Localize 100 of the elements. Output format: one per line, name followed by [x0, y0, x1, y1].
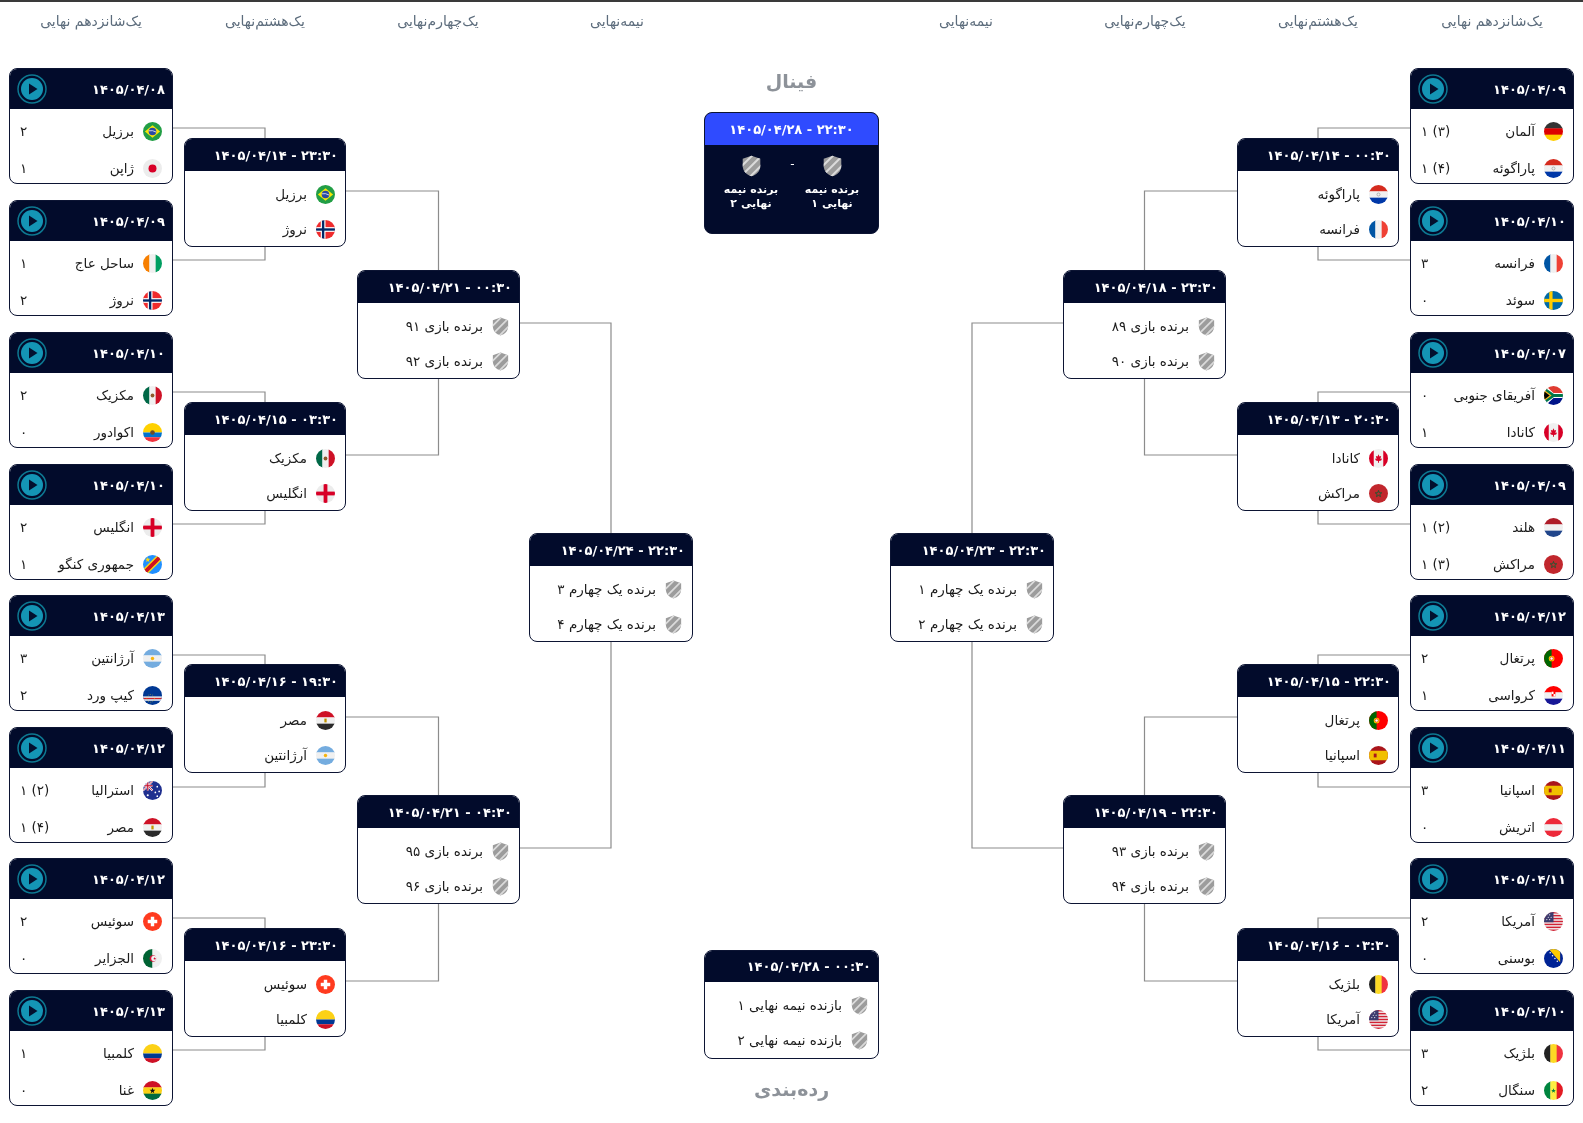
match-date: ۱۴۰۵/۰۴/۰۹ [1493, 81, 1566, 97]
score: ۰ [1421, 950, 1429, 966]
score: ۲ [1421, 913, 1429, 929]
team-name: اسپانیا [1324, 747, 1360, 763]
score: ۲ [20, 687, 28, 703]
team-name: کلمبیا [276, 1011, 307, 1027]
match-date: ۱۴۰۵/۰۴/۱۰ [92, 477, 165, 493]
match-date: ۱۴۰۵/۰۴/۱۱ [1493, 740, 1566, 756]
team-name: هلند [1512, 519, 1535, 535]
team-name: برنده بازی ۹۰ [1111, 353, 1189, 369]
column-heading: نیمه‌نهایی [939, 13, 993, 29]
column-heading: نیمه‌نهایی [590, 13, 644, 29]
match-date: ۱۴۰۵/۰۴/۱۴ - ۲۳:۳۰ [213, 147, 338, 163]
team-name: برنده نیمه نهایی ۲ [722, 183, 780, 211]
bracket-line [172, 391, 266, 403]
team-name: الجزایر [95, 950, 134, 966]
team-name: برنده بازی ۸۹ [1111, 318, 1189, 334]
match-card [1410, 332, 1574, 448]
bracket-line [172, 510, 266, 525]
team-name: آلمان [1505, 123, 1535, 139]
bracket-line [172, 127, 266, 139]
match-card [9, 200, 173, 316]
team-name: آرژانتین [264, 747, 307, 763]
stage-title: رده‌بندی [753, 1078, 830, 1100]
bracket-line [1317, 917, 1411, 929]
match-card [1410, 727, 1574, 843]
score: ۲ [20, 387, 28, 403]
match-date: ۱۴۰۵/۰۴/۱۲ [92, 740, 165, 756]
team-name: برنده یک چهارم ۱ [918, 581, 1017, 597]
team-name: برنده بازی ۹۴ [1111, 878, 1189, 894]
team-name: جمهوری کنگو [58, 556, 134, 572]
match-date: ۱۴۰۵/۰۴/۱۳ - ۲۰:۳۰ [1266, 411, 1391, 427]
team-name: ژاپن [109, 160, 134, 176]
match-card [184, 664, 346, 773]
bracket-line [1317, 510, 1411, 525]
match-date: ۱۴۰۵/۰۴/۲۱ - ۰۰:۳۰ [387, 279, 512, 295]
bracket-line [519, 322, 612, 534]
match-date: ۱۴۰۵/۰۴/۱۴ - ۰۰:۳۰ [1266, 147, 1391, 163]
team-name: بازنده نیمه نهایی ۲ [737, 1032, 842, 1048]
team-name: برنده یک چهارم ۳ [557, 581, 656, 597]
score: ۰ [1421, 292, 1429, 308]
match-date: ۱۴۰۵/۰۴/۱۰ [1493, 1003, 1566, 1019]
team-name: آرژانتین [91, 650, 134, 666]
team-name: برنده بازی ۹۲ [405, 353, 483, 369]
score: ۲ [20, 123, 28, 139]
match-card [9, 464, 173, 580]
match-card [1237, 664, 1399, 773]
score: ۳ [1421, 255, 1429, 271]
match-date: ۱۴۰۵/۰۴/۱۵ - ۲۲:۳۰ [1266, 673, 1391, 689]
score: ۱ [20, 556, 28, 572]
score: ۱ (۳) [1421, 556, 1451, 572]
score: ۰ [20, 950, 28, 966]
bracket-line [971, 322, 1064, 534]
team-name: فرانسه [1494, 255, 1535, 271]
match-card [1237, 928, 1399, 1037]
team-name: مراکش [1492, 556, 1535, 572]
match-date: ۱۴۰۵/۰۴/۱۰ [92, 345, 165, 361]
team-name: برنده بازی ۹۶ [405, 878, 483, 894]
column-heading: یک‌هشتم‌نهایی [225, 13, 305, 29]
match-card [1410, 858, 1574, 974]
score: ۱ (۲) [1421, 519, 1451, 535]
column-heading: یک‌شانزدهم نهایی [1441, 13, 1543, 29]
score: ۳ [1421, 782, 1429, 798]
match-card [357, 795, 520, 904]
score: ۰ [20, 424, 28, 440]
score: ۲ [1421, 1082, 1429, 1098]
match-date: ۱۴۰۵/۰۴/۲۸ - ۰۰:۳۰ [746, 959, 871, 974]
bracket-line [519, 641, 612, 849]
bracket-line [172, 654, 266, 665]
bracket-line [1317, 127, 1411, 139]
team-name: اسپانیا [1499, 782, 1535, 798]
team-name: پاراگوئه [1317, 186, 1360, 202]
team-name: مکزیک [96, 387, 134, 403]
column-heading: یک‌چهارم‌نهایی [397, 13, 479, 29]
team-name: برنده بازی ۹۳ [1111, 843, 1189, 859]
bracket-line [345, 378, 440, 456]
team-name: برزیل [102, 123, 134, 139]
match-date: ۱۴۰۵/۰۴/۰۹ [92, 213, 165, 229]
match-date: ۱۴۰۵/۰۴/۱۳ [92, 1003, 165, 1019]
match-date: ۱۴۰۵/۰۴/۱۵ - ۰۳:۳۰ [213, 411, 338, 427]
team-name: استرالیا [91, 782, 134, 798]
score: ۱ (۴) [20, 819, 50, 835]
match-date: ۱۴۰۵/۰۴/۱۲ [1493, 608, 1566, 624]
team-name: بلژیک [1328, 976, 1360, 992]
match-date: ۱۴۰۵/۰۴/۲۱ - ۰۴:۳۰ [387, 804, 512, 820]
match-card [184, 138, 346, 247]
team-name: سوئد [1505, 292, 1535, 308]
team-name: غنا [118, 1082, 134, 1098]
match-date: ۱۴۰۵/۰۴/۱۲ [92, 871, 165, 887]
team-name: برنده نیمه نهایی ۱ [803, 183, 861, 211]
team-name: نروژ [282, 221, 307, 237]
match-card [529, 533, 693, 642]
score: ۱ [20, 1045, 28, 1061]
team-name: انگلیس [266, 485, 307, 501]
bracket-line [172, 917, 266, 929]
bracket-line [1143, 716, 1238, 796]
match-card [184, 402, 346, 511]
team-name: سوئیس [263, 976, 307, 992]
bracket-line [1317, 772, 1411, 788]
bracket-line [1317, 391, 1411, 403]
